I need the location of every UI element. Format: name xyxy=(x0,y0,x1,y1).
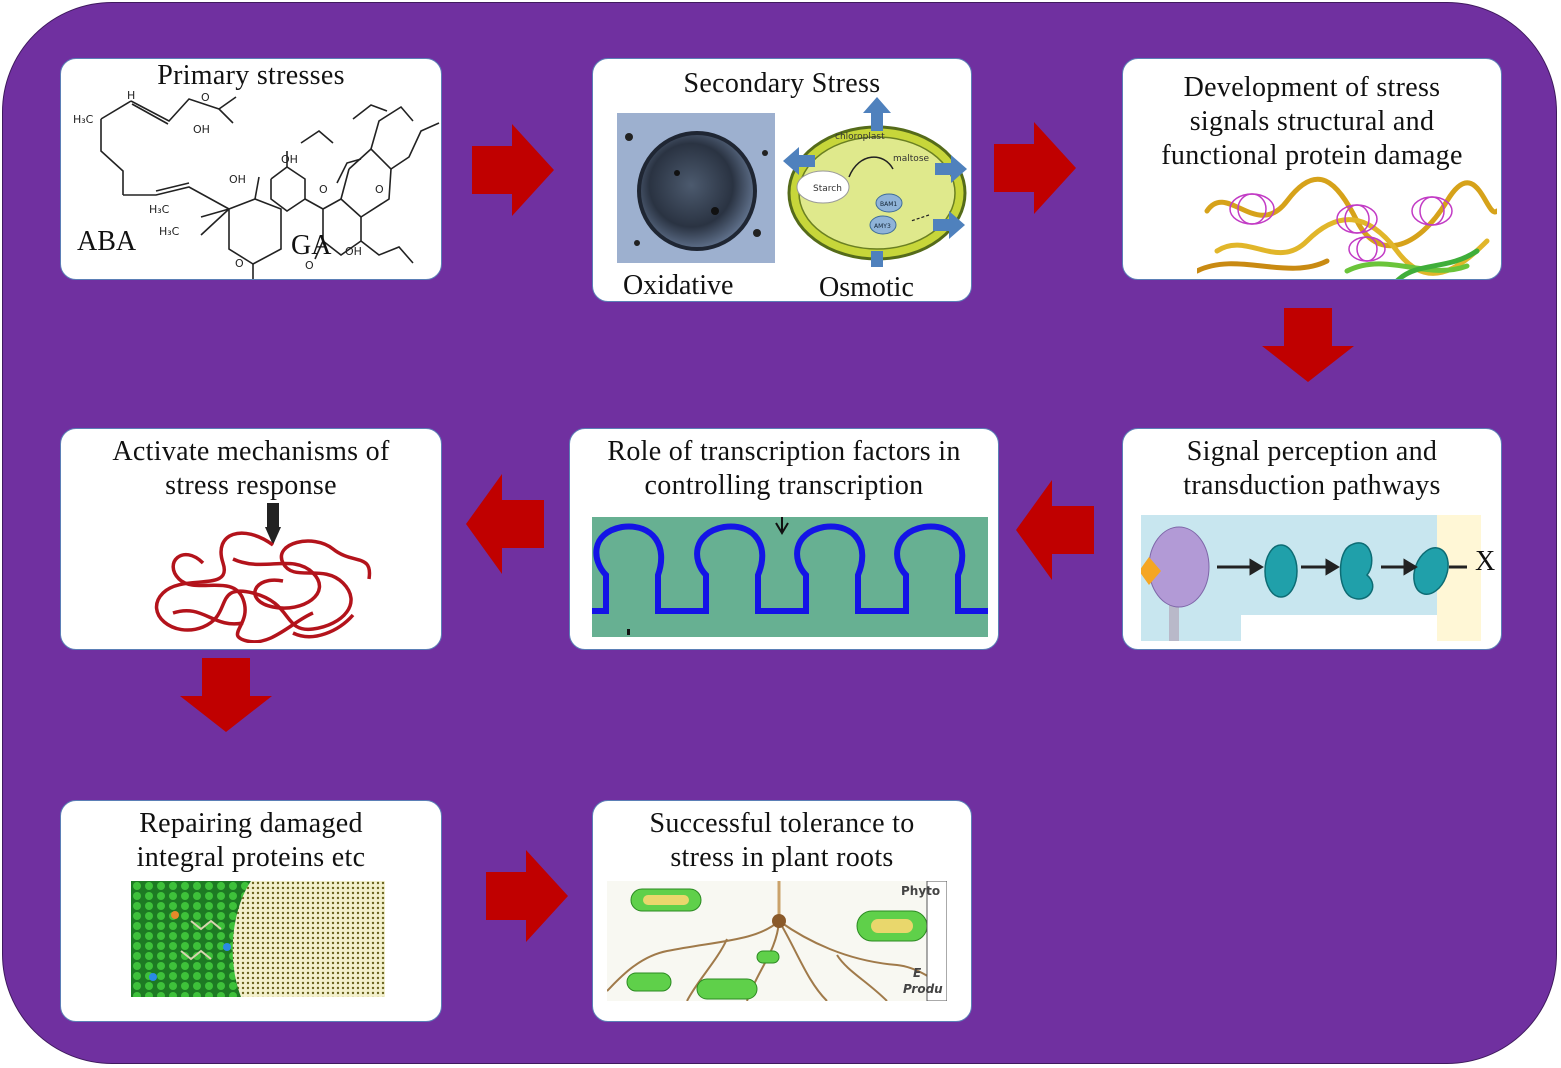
ga-label: GA xyxy=(291,230,332,261)
svg-text:O: O xyxy=(375,183,384,196)
arrow-right-1 xyxy=(472,124,554,216)
phyto-text: Phyto xyxy=(901,884,940,898)
title-line: transduction pathways xyxy=(1183,470,1441,501)
produ-text: Produ xyxy=(903,982,943,996)
step-role-of-transcription-factors: Role of transcription factors in control… xyxy=(569,428,999,650)
arrow-down-2 xyxy=(180,658,272,732)
title-line: stress response xyxy=(165,470,337,501)
svg-text:OH: OH xyxy=(281,153,298,166)
step-title: Successful tolerance to stress in plant … xyxy=(593,807,971,875)
svg-text:H₃C: H₃C xyxy=(159,225,180,238)
title-line: Successful tolerance to xyxy=(649,808,915,839)
oxidative-label: Oxidative xyxy=(623,270,734,301)
title-line: stress in plant roots xyxy=(670,842,894,873)
svg-text:O: O xyxy=(235,257,244,270)
svg-text:H: H xyxy=(127,89,135,102)
starch-text: Starch xyxy=(813,184,842,194)
step-title: Secondary Stress xyxy=(683,68,881,99)
title-line: Signal perception and xyxy=(1186,436,1438,467)
chloroplast-text: chloroplast xyxy=(835,132,885,142)
step-secondary-stress: Secondary Stress Starch chloroplast malt… xyxy=(592,58,972,302)
title-line: functional protein damage xyxy=(1161,140,1463,171)
svg-text:OH: OH xyxy=(345,245,362,258)
step-primary-stresses: Primary stresses xyxy=(60,58,442,280)
arrow-down-1 xyxy=(1262,308,1354,382)
title-line: Role of transcription factors in xyxy=(607,436,961,467)
step-activate-mechanisms: Activate mechanisms of stress response xyxy=(60,428,442,650)
stress-response-tangle-image xyxy=(154,503,372,643)
step-title: Repairing damaged integral proteins etc xyxy=(61,807,441,875)
bam1-text: BAM1 xyxy=(880,201,897,208)
transcription-loops-image xyxy=(592,517,988,637)
membrane-repair-image xyxy=(131,881,385,997)
maltose-text: maltose xyxy=(893,154,930,164)
protein-damage-image xyxy=(1197,176,1497,279)
svg-text:O: O xyxy=(305,259,314,272)
svg-text:OH: OH xyxy=(193,123,210,136)
oxidative-cell-image xyxy=(617,113,775,263)
step-title: Activate mechanisms of stress response xyxy=(61,435,441,503)
arrow-right-3 xyxy=(486,850,568,942)
arrow-right-2 xyxy=(994,122,1076,214)
step-successful-tolerance: Successful tolerance to stress in plant … xyxy=(592,800,972,1022)
title-line: Activate mechanisms of xyxy=(112,436,390,467)
svg-text:H₃C: H₃C xyxy=(73,113,94,126)
title-line: integral proteins etc xyxy=(136,842,366,873)
osmotic-chloroplast-image: Starch chloroplast maltose BAM1 AMY3 xyxy=(783,97,967,267)
signal-pathway-image xyxy=(1141,515,1481,641)
osmotic-label: Osmotic xyxy=(819,272,914,302)
amy3-text: AMY3 xyxy=(874,223,891,230)
step-repairing-damaged-proteins: Repairing damaged integral proteins etc xyxy=(60,800,442,1022)
step-title: Development of stress signals structural… xyxy=(1123,71,1501,173)
svg-text:O: O xyxy=(319,183,328,196)
title-line: Development of stress xyxy=(1183,72,1441,103)
arrow-left-1 xyxy=(1016,480,1094,580)
step-signal-perception: Signal perception and transduction pathw… xyxy=(1122,428,1502,650)
step-title: Signal perception and transduction pathw… xyxy=(1123,435,1501,503)
aba-ga-structures-image: H₃C H O OH OH H₃C H₃C O OH O O OH O xyxy=(73,89,440,279)
title-line: controlling transcription xyxy=(644,470,924,501)
step-title: Role of transcription factors in control… xyxy=(570,435,998,503)
step-development-of-stress-signals: Development of stress signals structural… xyxy=(1122,58,1502,280)
title-line: signals structural and xyxy=(1189,106,1435,137)
svg-text:OH: OH xyxy=(229,173,246,186)
svg-text:O: O xyxy=(201,91,210,104)
title-line: Repairing damaged xyxy=(139,808,363,839)
plant-root-microbes-image: Phyto E Produ xyxy=(607,881,947,1001)
step-title: Primary stresses xyxy=(157,60,345,91)
aba-label: ABA xyxy=(77,226,137,257)
e-text: E xyxy=(913,966,922,980)
svg-text:H₃C: H₃C xyxy=(149,203,170,216)
x-label: X xyxy=(1475,546,1496,577)
arrow-left-2 xyxy=(466,474,544,574)
